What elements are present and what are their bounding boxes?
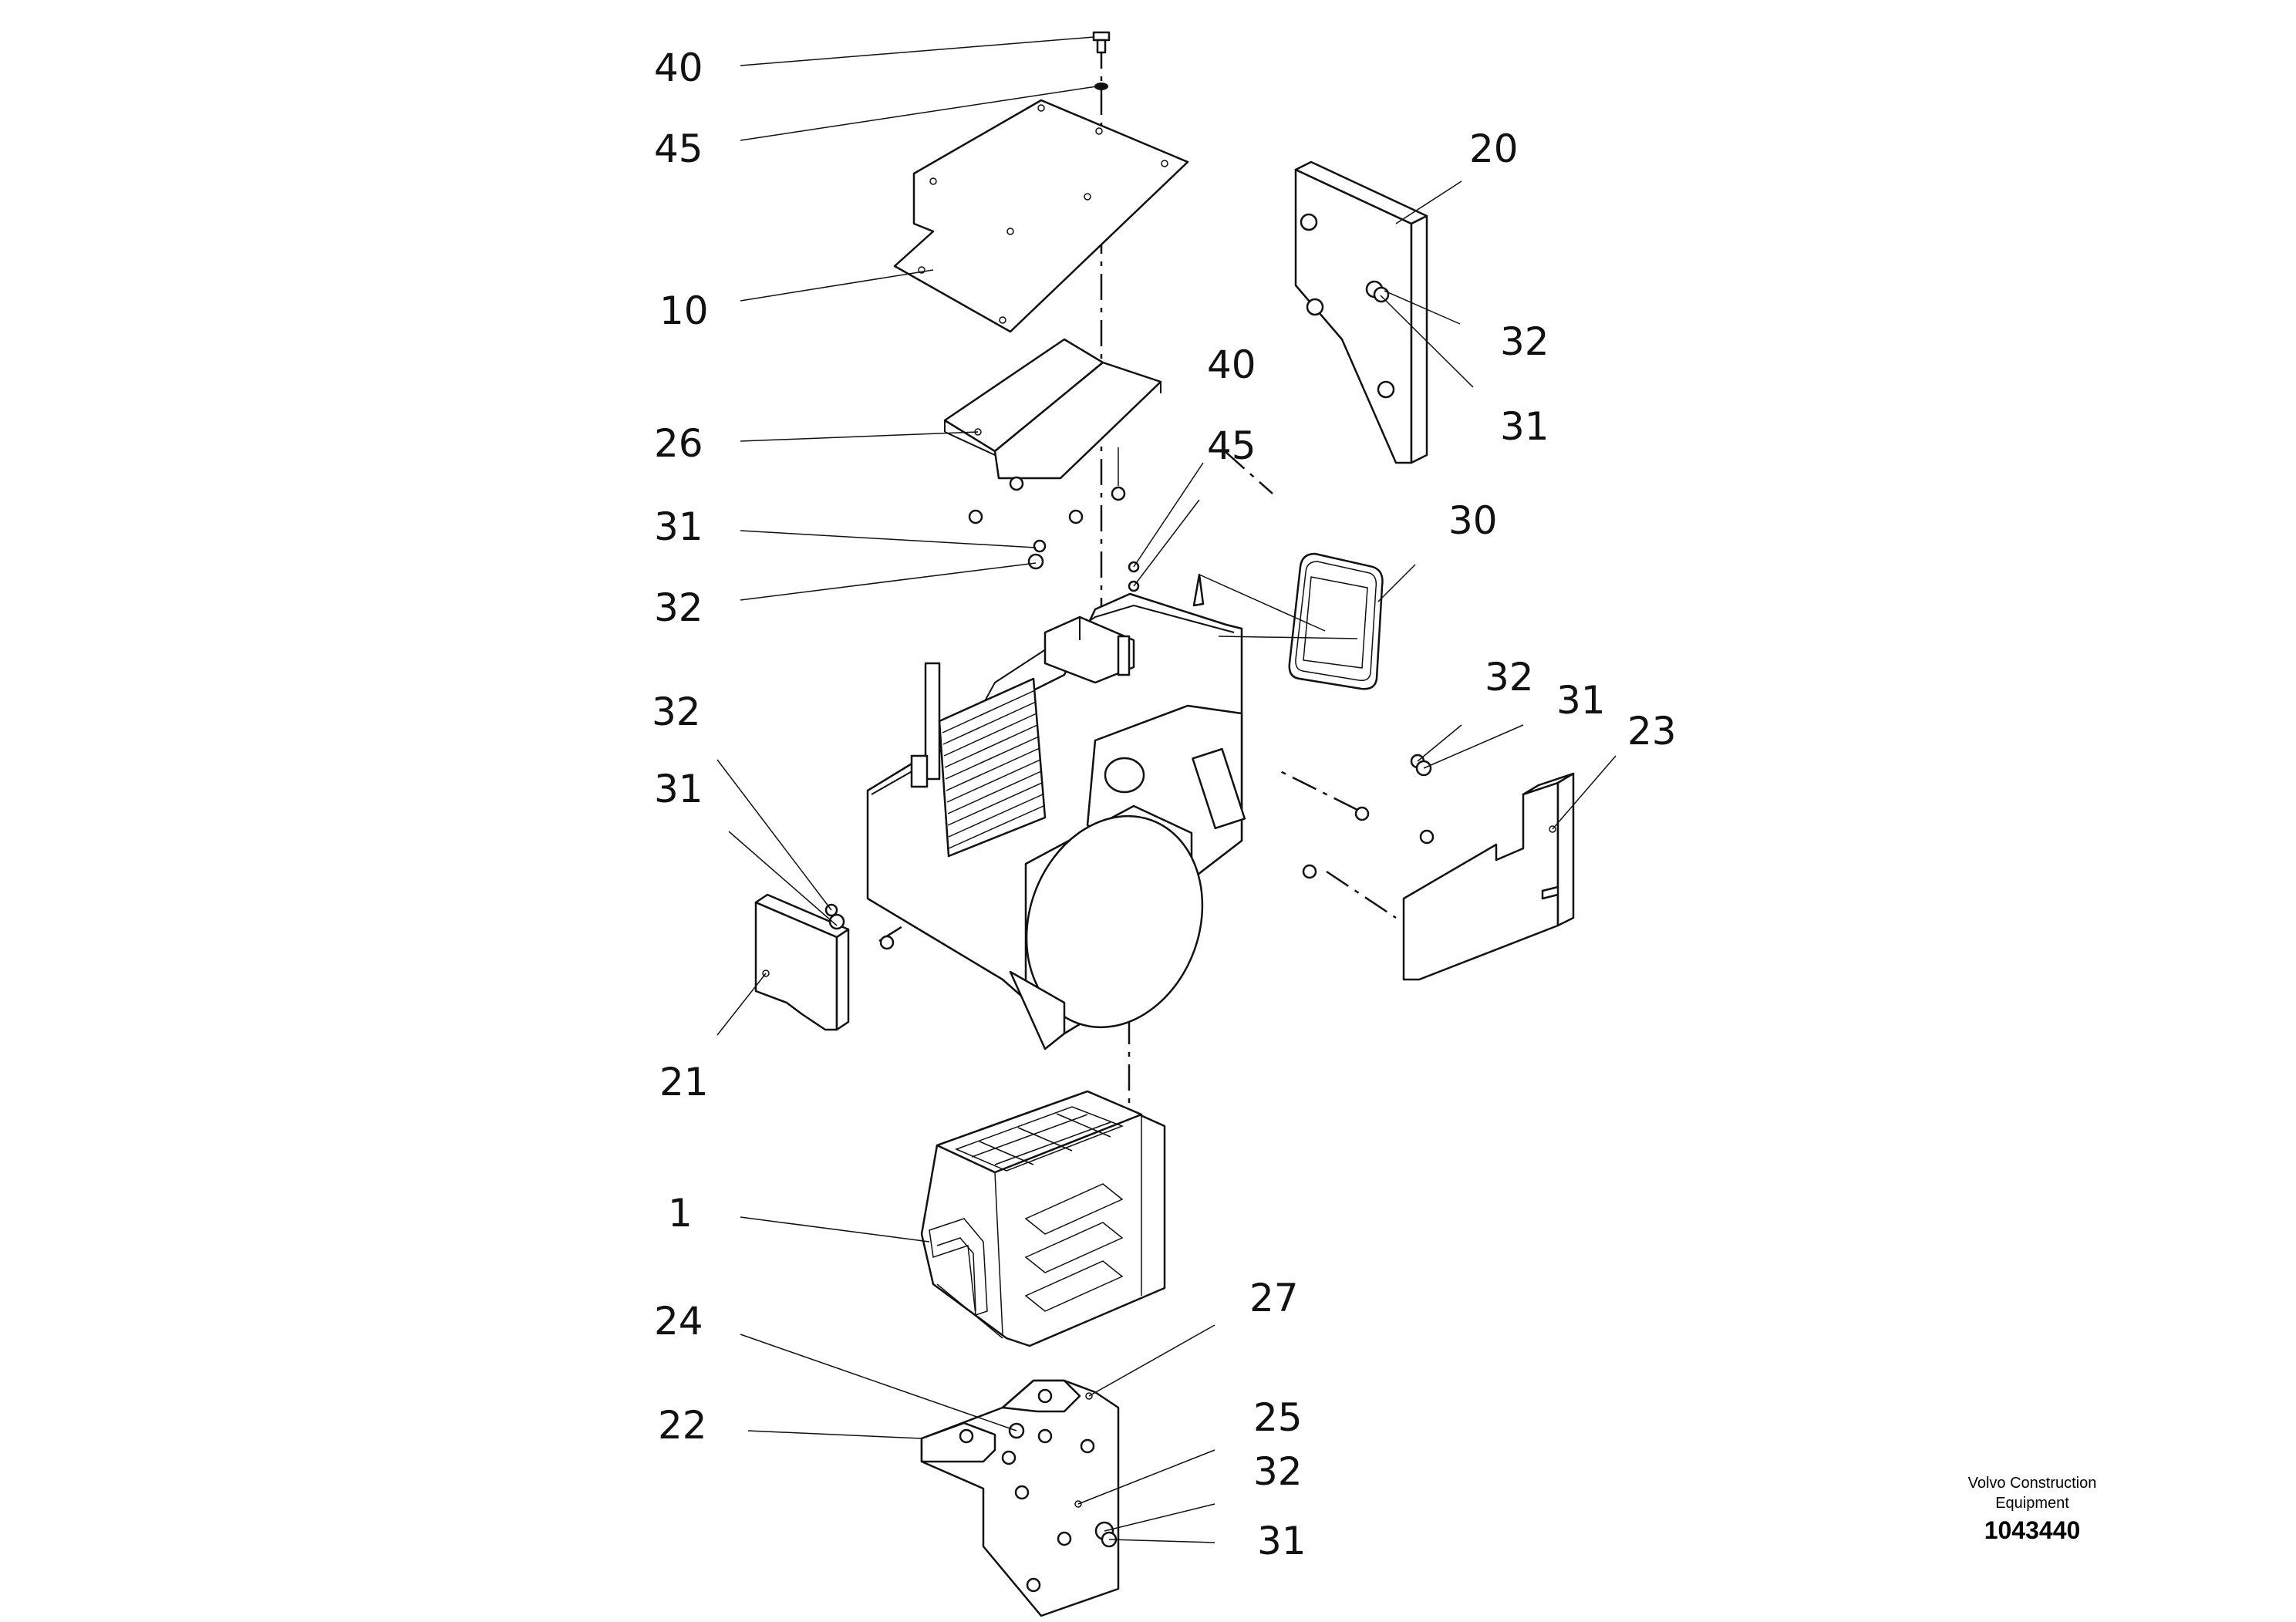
bolt-40-top	[1092, 31, 1111, 90]
part-23-spacer-panel	[1302, 754, 1575, 981]
part-30-window-frame	[1288, 552, 1384, 690]
main-housing	[866, 592, 1246, 1050]
callout-40: 40	[1207, 342, 1256, 387]
callout-21: 21	[659, 1060, 709, 1104]
callout-32: 32	[1500, 319, 1549, 364]
part-20-side-panel	[1294, 160, 1428, 464]
brand-name-line2: Equipment	[1995, 1495, 2069, 1512]
callout-31: 31	[1556, 678, 1606, 723]
callout-32: 32	[652, 690, 701, 734]
callout-45: 45	[654, 126, 703, 171]
callout-22: 22	[658, 1403, 707, 1448]
callout-25: 25	[1253, 1395, 1303, 1440]
callout-20: 20	[1469, 126, 1519, 171]
brand-name-line1: Volvo Construction	[1967, 1475, 2097, 1492]
callout-27: 27	[1249, 1276, 1299, 1320]
callout-40: 40	[654, 46, 703, 90]
callout-24: 24	[654, 1299, 703, 1344]
leader-lines	[716, 36, 1617, 1543]
document-number: 1043440	[1984, 1516, 2081, 1544]
callout-23: 23	[1627, 709, 1677, 754]
callout-1: 1	[668, 1191, 693, 1236]
callout-30: 30	[1448, 498, 1498, 543]
callout-31: 31	[654, 504, 703, 549]
callout-32: 32	[1253, 1449, 1303, 1494]
part-10-top-cover	[893, 99, 1189, 333]
callout-31: 31	[654, 767, 703, 811]
callout-32: 32	[1485, 655, 1534, 700]
callout-31: 31	[1500, 404, 1549, 449]
callout-10: 10	[659, 288, 709, 333]
callout-45: 45	[1207, 423, 1256, 468]
direction-arrow	[1192, 573, 1205, 607]
branding-block: Volvo Construction Equipment 1043440	[1959, 1473, 2106, 1547]
part-22-bottom-bracket	[920, 1379, 1120, 1617]
callout-26: 26	[654, 421, 703, 466]
callout-32: 32	[654, 585, 703, 630]
part-1-heater-unit	[920, 1090, 1166, 1347]
callout-31: 31	[1257, 1519, 1306, 1563]
callout-labels: 40 45 10 26 31 32 32 31 21 1 24 22 20 32…	[652, 46, 1677, 1563]
part-26-seal-strips	[943, 338, 1162, 592]
